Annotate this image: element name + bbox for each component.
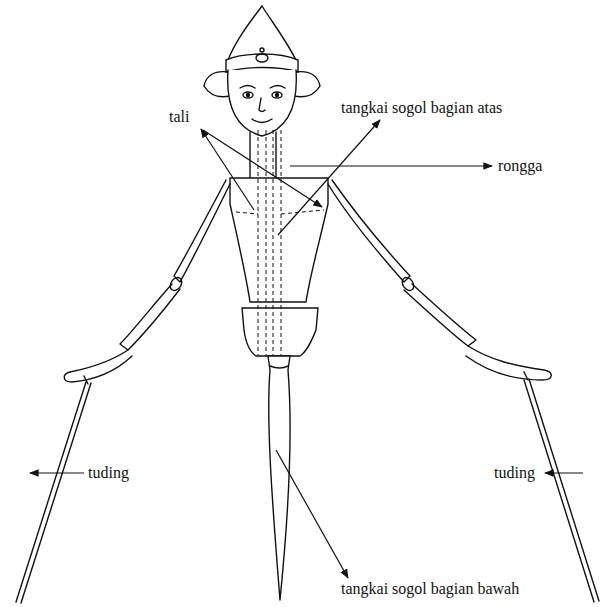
part-label: tuding — [493, 464, 536, 482]
part-label: tali — [168, 108, 190, 126]
part-label: tangkai sogol bagian atas — [340, 99, 503, 117]
part-label: tuding — [87, 464, 130, 482]
part-label: tangkai sogol bagian bawah — [340, 580, 520, 598]
part-label: rongga — [497, 157, 543, 175]
